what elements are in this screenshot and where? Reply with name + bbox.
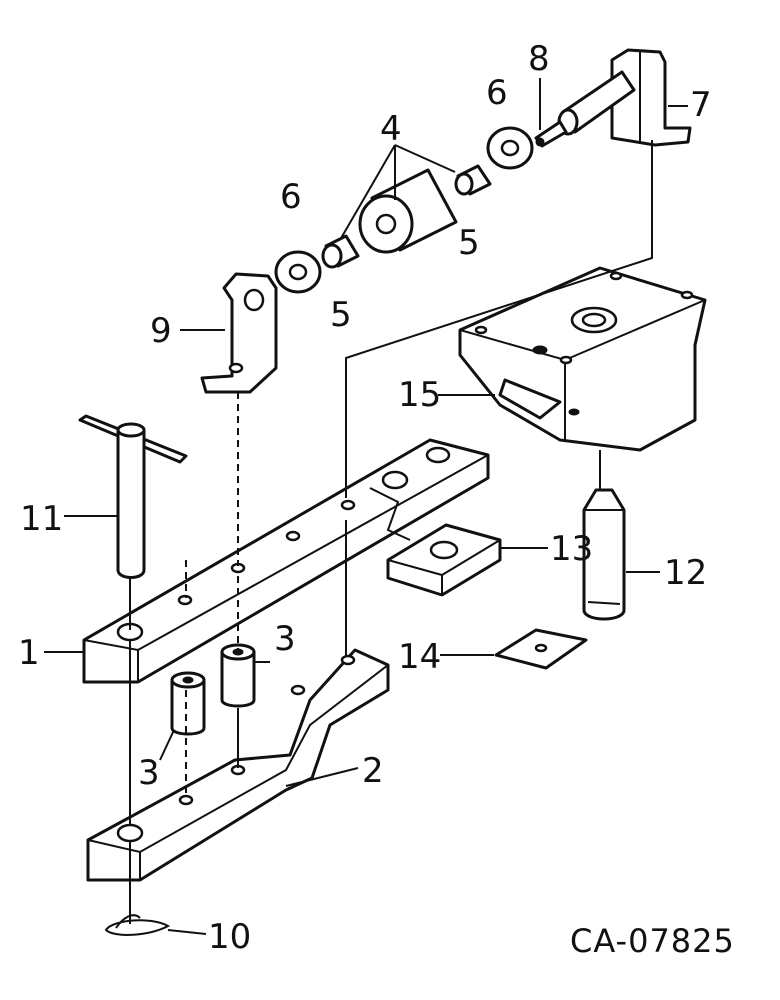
callout-13: 13 [550,529,593,569]
housing-part-15 [458,266,707,452]
washer-part-6-left [274,250,322,294]
callout-1: 1 [18,633,40,673]
bracket-part-9 [200,272,278,394]
plate-part-13 [386,523,502,597]
callout-14: 14 [398,637,441,677]
figure-code: CA-07825 [570,922,735,960]
shim-part-14 [494,628,588,670]
assembly-lines [129,140,653,924]
callout-6-right: 6 [486,73,508,113]
callout-15: 15 [398,375,441,415]
washer-part-6-right [486,126,534,170]
spacer-part-3-right [220,643,256,708]
t-pin-part-11 [78,414,188,579]
bushing-part-5-left [321,234,360,269]
callout-7: 7 [690,85,712,125]
grease-fitting-part-8 [534,120,568,148]
callout-5-right: 5 [458,223,480,263]
bracket-part-7 [557,48,692,147]
drawbar-part-1 [82,438,490,684]
callout-5-left: 5 [330,295,352,335]
bushing-part-5-right [454,164,492,196]
pin-part-12 [582,488,626,621]
callout-6-left: 6 [280,177,302,217]
callout-labels: 1 2 3 3 4 5 5 6 6 7 8 9 10 11 12 13 14 1… [18,39,712,957]
callout-3-left: 3 [138,753,160,793]
callout-leaders [44,78,688,935]
callout-4: 4 [380,109,402,149]
callout-11: 11 [20,499,63,539]
spacer-part-3-left [170,671,206,736]
callout-10: 10 [208,917,251,957]
callout-9: 9 [150,311,172,351]
callout-3-right: 3 [274,619,296,659]
callout-8: 8 [528,39,550,79]
clip-part-10 [104,914,171,936]
sleeve-part-4 [358,168,458,254]
callout-12: 12 [664,553,707,593]
callout-2: 2 [362,751,384,791]
